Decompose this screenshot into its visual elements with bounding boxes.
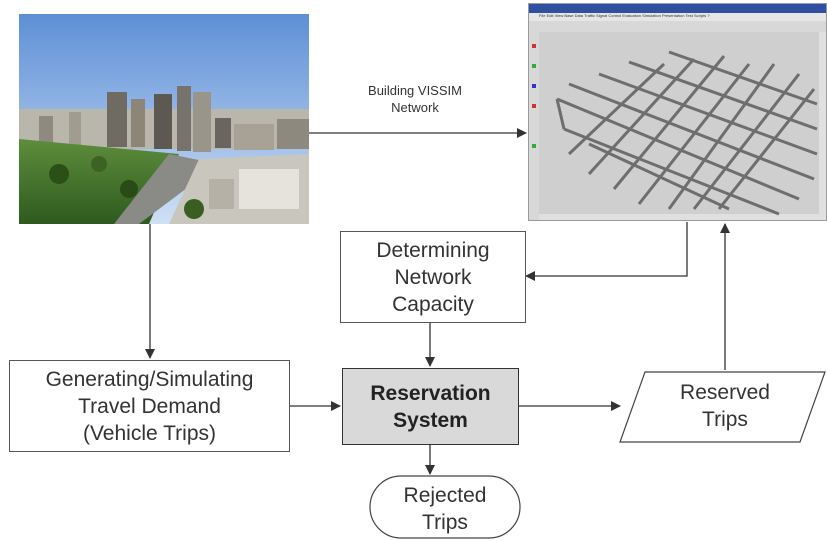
reserved-trips-text: Reserved Trips: [680, 381, 770, 431]
city-skyline-photo-icon: [19, 14, 309, 224]
building-vissim-label: Building VISSIM Network: [368, 83, 462, 115]
determining-capacity-text: Determining Network Capacity: [376, 238, 490, 316]
vissim-menu-scripts: Scripts: [693, 13, 707, 18]
vissim-menu-view: View: [554, 13, 564, 18]
rejected-trips-text: Rejected Trips: [403, 484, 487, 534]
reservation-system-box: Reservation System: [342, 368, 519, 445]
vissim-menu-bar: File Edit View Base Data Traffic Signal …: [539, 12, 710, 20]
arrow-vissim-to-determining: [525, 222, 688, 281]
determining-capacity-box: Determining Network Capacity: [340, 231, 526, 323]
vissim-menu-traffic: Traffic: [584, 13, 595, 18]
vissim-menu-base-data: Base Data: [564, 13, 584, 18]
rejected-trips-shape: [369, 475, 521, 539]
vissim-menu-evaluation: Evaluation: [622, 13, 642, 18]
vissim-menu-file: File: [539, 13, 546, 18]
vissim-menu-help: ?: [707, 13, 710, 18]
vissim-menu-signal-control: Signal Control: [596, 13, 622, 18]
vissim-menu-edit: Edit: [546, 13, 554, 18]
vissim-menu-simulation: Simulation: [642, 13, 661, 18]
vissim-menu-test: Test: [685, 13, 693, 18]
reserved-trips-shape: [619, 371, 826, 443]
vissim-network-screenshot-icon: [529, 4, 826, 220]
generating-demand-text: Generating/Simulating Travel Demand (Veh…: [45, 367, 254, 445]
vissim-menu-presentation: Presentation: [661, 13, 685, 18]
reservation-system-text: Reservation System: [370, 381, 491, 432]
generating-demand-box: Generating/Simulating Travel Demand (Veh…: [9, 360, 290, 452]
vissim-screenshot: File Edit View Base Data Traffic Signal …: [528, 3, 827, 221]
city-photo: [19, 14, 309, 224]
